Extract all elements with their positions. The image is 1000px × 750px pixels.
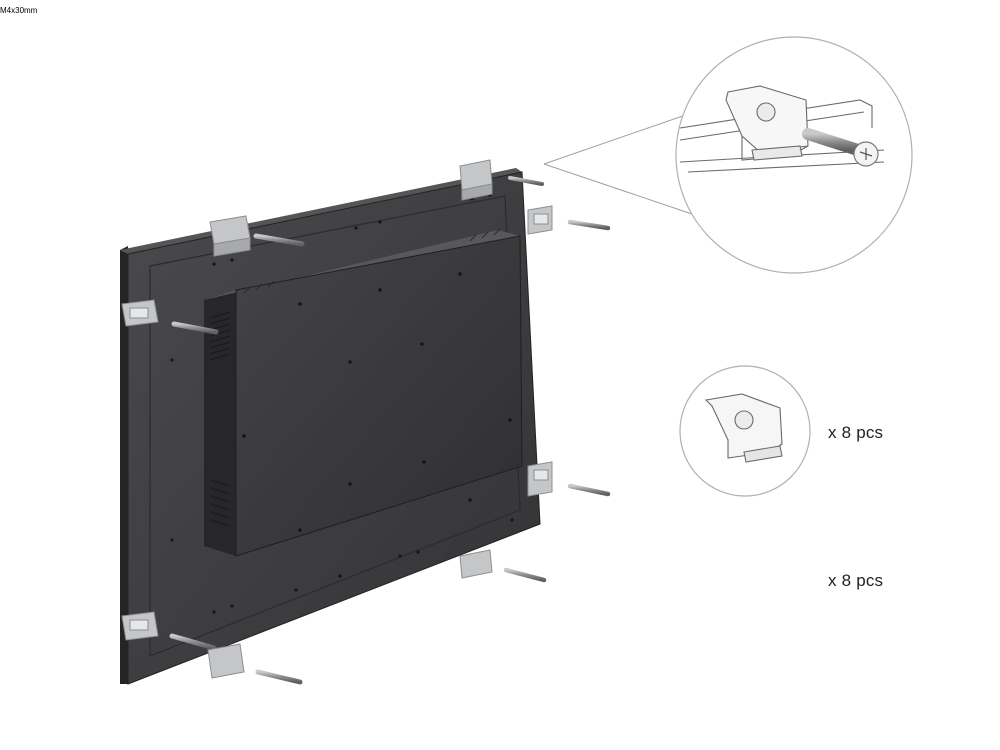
panel-monitor [120, 168, 541, 685]
screw-quantity-label: x 8 pcs [828, 571, 884, 590]
mounted-hardware [121, 159, 611, 685]
bracket-quantity-label: x 8 pcs [828, 423, 884, 442]
housing-face [235, 235, 523, 557]
screw-right-lower [567, 483, 611, 497]
screw-left-upper [171, 321, 219, 335]
bracket-top-left [209, 215, 251, 257]
part-bracket-circle [679, 365, 811, 497]
housing-side [204, 290, 236, 556]
bracket-right-upper [527, 205, 553, 235]
screw-left-lower [169, 633, 217, 651]
bracket-left-lower [121, 611, 159, 641]
screw-right-upper [567, 219, 611, 231]
callout-screw [802, 128, 879, 167]
callout-line-upper [543, 109, 701, 165]
screw-bottom-left [255, 669, 303, 685]
screw-bottom-right [503, 567, 547, 583]
detail-callout [543, 36, 913, 274]
part-screw-circle: M4x30mm [0, 0, 37, 17]
bracket-left-upper [121, 299, 159, 327]
bracket-bottom-right [459, 549, 493, 579]
callout-line-lower [543, 163, 693, 215]
bracket-icon [704, 393, 783, 463]
bracket-top-right [459, 159, 493, 201]
screw-top-left [253, 233, 305, 247]
screw-size-label: M4x30mm [0, 6, 38, 15]
housing-top [204, 230, 520, 300]
screw-top-right [508, 176, 544, 186]
panel-left-edge [120, 246, 128, 684]
panel-inner-rim [149, 195, 521, 657]
housing-holes [242, 272, 512, 532]
bracket-right-lower [527, 461, 553, 497]
housing-vents [209, 311, 231, 527]
bracket-bottom-left [207, 643, 245, 679]
callout-detail-drawing [679, 85, 885, 173]
housing-top-vents [231, 228, 501, 297]
